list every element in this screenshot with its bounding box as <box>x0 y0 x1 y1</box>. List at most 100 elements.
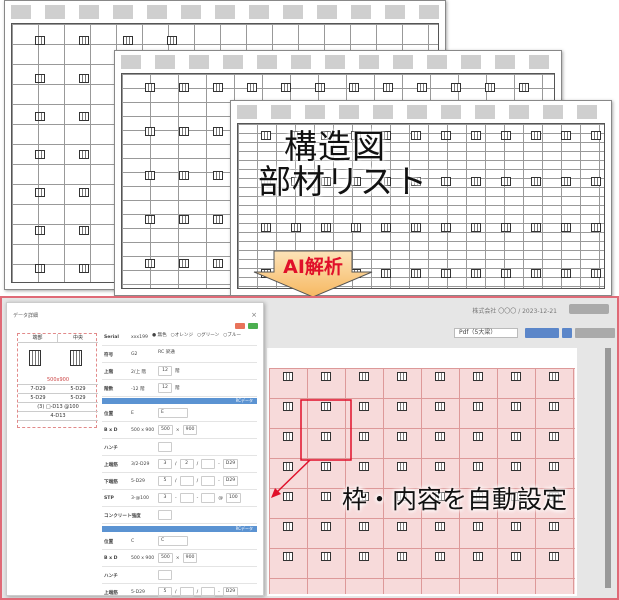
field-label: 下端筋 <box>104 480 118 485</box>
b-input[interactable]: 500 <box>158 425 173 435</box>
header-button[interactable] <box>569 304 609 314</box>
section-mark <box>441 177 451 186</box>
count-input[interactable] <box>179 476 194 486</box>
section-mark <box>411 177 421 186</box>
section-mark <box>213 259 223 268</box>
bar-size-input[interactable]: D29 <box>222 476 239 486</box>
section-mark <box>549 522 559 531</box>
section-mark <box>417 83 427 92</box>
dialog-title: データ詳細 <box>13 313 39 319</box>
section-mark <box>397 522 407 531</box>
rc-data-bar: RCデータ <box>102 398 257 404</box>
section-mark <box>501 269 511 278</box>
position-select[interactable]: E <box>158 408 188 418</box>
unit: 階 <box>175 386 180 391</box>
count-input[interactable]: 5 <box>158 476 172 486</box>
count-input[interactable]: 5 <box>158 587 172 597</box>
field-label: 位置 <box>104 412 114 417</box>
rebar-cell: 5-D29 <box>18 394 58 403</box>
section-mark <box>549 462 559 471</box>
toolbar-button-1[interactable] <box>525 328 559 338</box>
field-value: 500 x 900 <box>131 428 155 433</box>
save-button[interactable] <box>248 323 258 329</box>
section-mark <box>435 552 445 561</box>
section-mark <box>261 177 271 186</box>
section-mark <box>441 269 451 278</box>
count-input[interactable] <box>179 493 194 503</box>
field-value: 3/2-D29 <box>131 462 150 467</box>
count-input[interactable] <box>201 493 216 503</box>
close-icon[interactable]: × <box>251 311 257 319</box>
section-mark <box>473 372 483 381</box>
section-mark <box>321 552 331 561</box>
section-mark <box>549 432 559 441</box>
bar-size-input[interactable]: D29 <box>222 459 239 469</box>
callout-arrow-icon <box>253 250 373 298</box>
section-mark <box>79 150 89 159</box>
section-mark <box>35 264 45 273</box>
rebar-cell: 5-D29 <box>58 394 98 403</box>
count-input[interactable] <box>201 459 216 469</box>
section-mark <box>351 131 361 140</box>
field-value: 2/上 階 <box>131 370 147 375</box>
section-mark <box>359 402 369 411</box>
floors-input[interactable]: 12 <box>158 383 172 393</box>
d-input[interactable]: 900 <box>182 553 198 563</box>
web-rebar-text: 4-D13 <box>18 412 98 421</box>
section-mark <box>549 552 559 561</box>
section-mark <box>451 83 461 92</box>
delete-button[interactable] <box>235 323 245 329</box>
section-mark <box>321 462 331 471</box>
count-input[interactable]: 2 <box>179 459 194 469</box>
section-mark <box>213 127 223 136</box>
count-input[interactable] <box>201 476 216 486</box>
section-mark <box>321 492 331 501</box>
field-label: 符号 <box>104 353 114 358</box>
field-value: G2 <box>131 352 138 357</box>
radio-label: グリーン <box>201 333 220 338</box>
serial-label: Serial <box>104 335 119 340</box>
bar-size-input[interactable]: D29 <box>222 587 239 597</box>
section-mark <box>381 177 391 186</box>
scrollbar[interactable] <box>605 348 611 588</box>
color-radio-orange[interactable]: ○オレンジ <box>170 333 194 338</box>
count-input[interactable]: 3 <box>158 493 172 503</box>
b-input[interactable]: 500 <box>158 553 173 563</box>
section-mark <box>35 36 45 45</box>
color-radio-none[interactable]: ● 無色 <box>152 333 167 338</box>
count-input[interactable] <box>201 587 216 597</box>
field-label: 上端筋 <box>104 591 118 596</box>
section-mark <box>531 269 541 278</box>
section-mark <box>561 131 571 140</box>
section-mark <box>511 522 521 531</box>
position-select[interactable]: C <box>158 536 188 546</box>
type-text: RC 梁通 <box>158 350 175 355</box>
concrete-input[interactable] <box>158 510 172 520</box>
section-mark <box>411 223 421 232</box>
section-mark <box>397 462 407 471</box>
pdf-select[interactable]: Pdf（5大梁） <box>454 328 518 338</box>
section-mark <box>145 215 155 224</box>
haunch-input[interactable] <box>158 570 172 580</box>
d-input[interactable]: 900 <box>182 425 198 435</box>
toolbar-button-3[interactable] <box>575 328 615 338</box>
section-mark <box>381 131 391 140</box>
section-mark <box>179 215 189 224</box>
radio-label: ブルー <box>227 333 242 338</box>
pitch-input[interactable]: 100 <box>225 493 241 503</box>
section-mark <box>561 177 571 186</box>
stirrup-text: (3) □-D13 @100 <box>18 403 98 412</box>
haunch-input[interactable] <box>158 442 172 452</box>
count-input[interactable]: 3 <box>158 459 172 469</box>
headline-line2: 部材リスト <box>258 162 428 201</box>
section-mark <box>283 492 293 501</box>
count-input[interactable] <box>179 587 194 597</box>
headline-line1: 構造図 <box>284 127 386 166</box>
section-mark <box>35 74 45 83</box>
toolbar-button-2[interactable] <box>562 328 572 338</box>
color-radio-blue[interactable]: ○ブルー <box>223 333 242 338</box>
section-mark <box>435 492 445 501</box>
floor-input[interactable]: 12 <box>158 366 172 376</box>
section-mark <box>247 83 257 92</box>
color-radio-green[interactable]: ○グリーン <box>197 333 220 338</box>
